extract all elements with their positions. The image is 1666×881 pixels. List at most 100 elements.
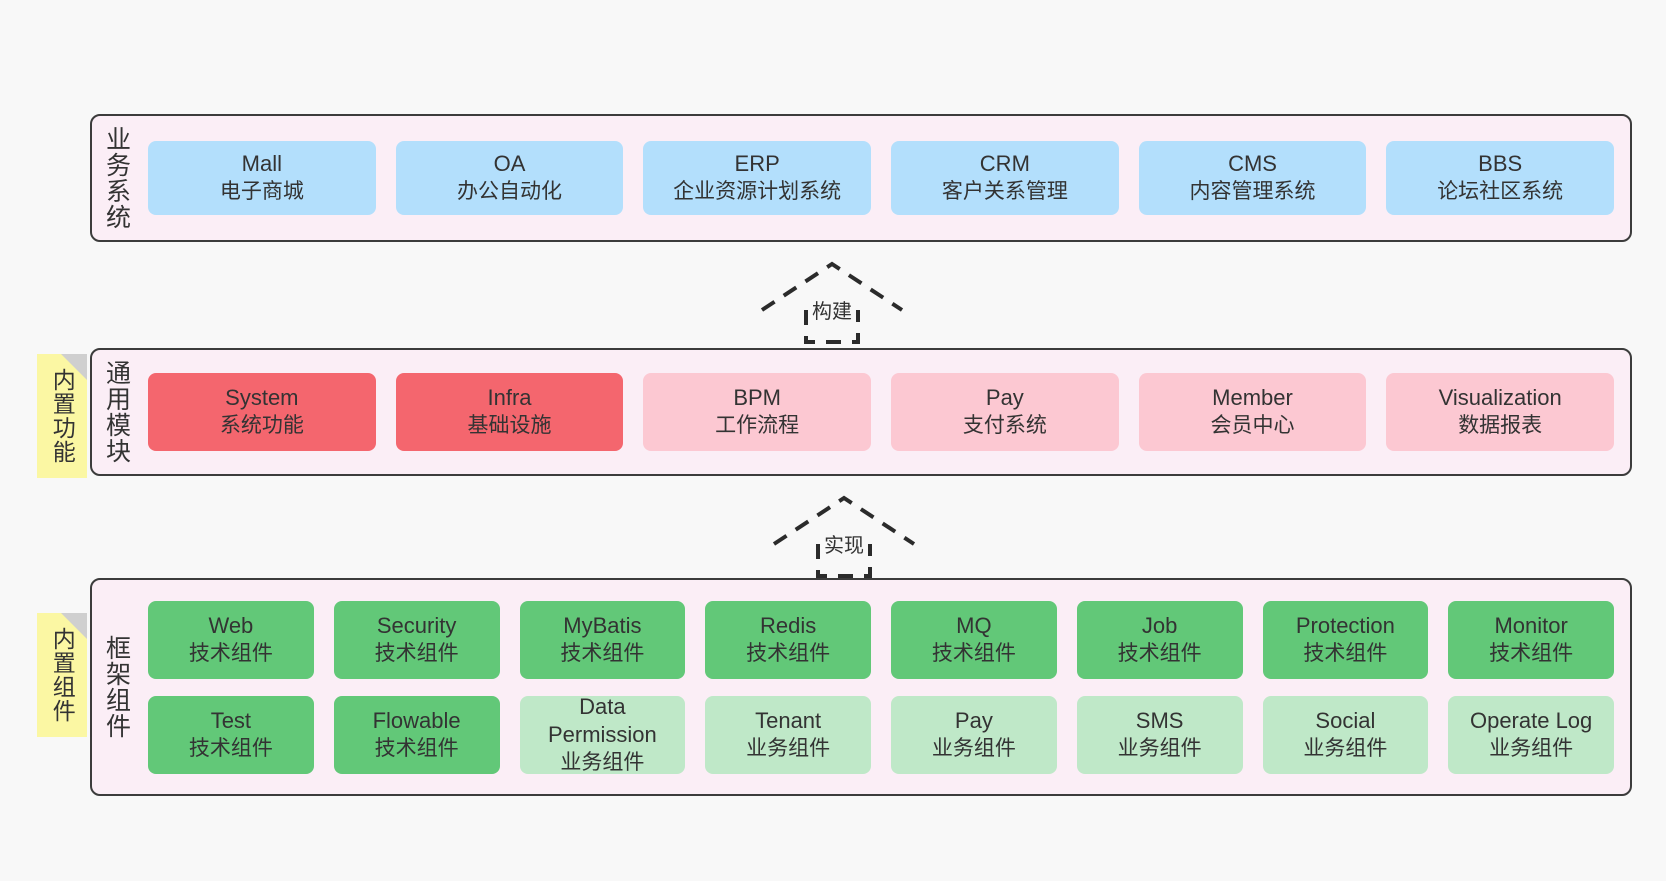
- node-mq[interactable]: MQ 技术组件: [891, 600, 1057, 679]
- node-title: Flowable: [372, 707, 461, 733]
- cell-row: Web 技术组件 Security 技术组件 MyBatis 技术组件 Redi…: [148, 600, 1614, 679]
- note-builtin-components: 内置组件: [37, 613, 87, 737]
- note-label: 内置功能: [49, 368, 76, 464]
- node-subtitle: 技术组件: [560, 641, 645, 665]
- node-protection[interactable]: Protection 技术组件: [1262, 600, 1429, 679]
- node-subtitle: 技术组件: [931, 641, 1016, 665]
- node-oa[interactable]: OA 办公自动化: [395, 141, 624, 215]
- node-security[interactable]: Security 技术组件: [333, 600, 500, 679]
- node-subtitle: 业务组件: [560, 751, 645, 775]
- node-subtitle: 会员中心: [1210, 414, 1295, 438]
- node-bbs[interactable]: BBS 论坛社区系统: [1386, 141, 1615, 215]
- node-title: MyBatis: [563, 612, 642, 638]
- node-subtitle: 业务组件: [1303, 736, 1388, 760]
- node-subtitle: 技术组件: [374, 736, 459, 760]
- node-operate-log[interactable]: Operate Log 业务组件: [1448, 695, 1614, 774]
- node-subtitle: 技术组件: [188, 736, 273, 760]
- node-title: Tenant: [755, 707, 822, 733]
- node-title: Redis: [760, 612, 817, 638]
- node-bpm[interactable]: BPM 工作流程: [643, 373, 872, 451]
- node-subtitle: 系统功能: [219, 414, 304, 438]
- node-mall[interactable]: Mall 电子商城: [148, 141, 376, 215]
- node-title: MQ: [956, 612, 992, 638]
- node-title: Pay: [954, 707, 993, 733]
- node-title: Infra: [487, 385, 532, 411]
- node-subtitle: 技术组件: [374, 641, 459, 665]
- node-subtitle: 技术组件: [188, 641, 273, 665]
- node-subtitle: 业务组件: [931, 736, 1016, 760]
- cell-row: System 系统功能 Infra 基础设施 BPM 工作流程 Pay 支付系统…: [148, 373, 1615, 451]
- node-title: CMS: [1228, 151, 1277, 177]
- node-title: Job: [1141, 612, 1178, 638]
- node-system[interactable]: System 系统功能: [148, 373, 376, 451]
- node-data-permission[interactable]: Data Permission 业务组件: [519, 693, 686, 775]
- node-subtitle: 工作流程: [715, 414, 800, 438]
- node-infra[interactable]: Infra 基础设施: [395, 373, 624, 451]
- note-fold-icon: [61, 354, 87, 380]
- node-subtitle: 技术组件: [1303, 641, 1388, 665]
- node-crm[interactable]: CRM 客户关系管理: [891, 141, 1119, 215]
- node-subtitle: 技术组件: [1489, 641, 1574, 665]
- node-subtitle: 业务组件: [746, 736, 831, 760]
- node-title: OA: [493, 151, 526, 177]
- node-title: Pay: [985, 385, 1024, 411]
- node-subtitle: 基础设施: [467, 414, 552, 438]
- node-title: Web: [208, 612, 254, 638]
- node-cms[interactable]: CMS 内容管理系统: [1138, 141, 1367, 215]
- node-title: CRM: [979, 151, 1030, 177]
- node-subtitle: 企业资源计划系统: [673, 180, 842, 204]
- layer-title-common-modules: 通用模块: [102, 360, 131, 464]
- node-subtitle: 电子商城: [219, 180, 304, 204]
- node-flowable[interactable]: Flowable 技术组件: [333, 695, 500, 774]
- node-title: Test: [210, 707, 252, 733]
- node-title: BBS: [1478, 151, 1523, 177]
- node-title: Data Permission: [547, 693, 657, 747]
- layer-title-business-systems: 业务系统: [102, 126, 131, 230]
- node-sms[interactable]: SMS 业务组件: [1076, 695, 1243, 774]
- layer-business-systems: 业务系统 Mall 电子商城 OA 办公自动化 ERP 企业资源计划系统 CRM…: [90, 114, 1632, 242]
- node-subtitle: 客户关系管理: [941, 180, 1068, 204]
- connector-implement-label: 实现: [824, 535, 864, 557]
- layer-body-common-modules: System 系统功能 Infra 基础设施 BPM 工作流程 Pay 支付系统…: [140, 350, 1630, 474]
- node-subtitle: 论坛社区系统: [1437, 180, 1564, 204]
- node-web[interactable]: Web 技术组件: [148, 600, 314, 679]
- node-title: ERP: [734, 151, 780, 177]
- node-test[interactable]: Test 技术组件: [148, 695, 314, 774]
- node-pay-component[interactable]: Pay 业务组件: [891, 695, 1057, 774]
- node-title: SMS: [1135, 707, 1184, 733]
- node-title: Visualization: [1438, 385, 1562, 411]
- layer-title-framework-components: 框架组件: [102, 635, 131, 739]
- node-subtitle: 数据报表: [1458, 414, 1543, 438]
- node-monitor[interactable]: Monitor 技术组件: [1448, 600, 1614, 679]
- layer-body-framework-components: Web 技术组件 Security 技术组件 MyBatis 技术组件 Redi…: [140, 580, 1630, 794]
- node-title: Monitor: [1494, 612, 1568, 638]
- layer-body-business-systems: Mall 电子商城 OA 办公自动化 ERP 企业资源计划系统 CRM 客户关系…: [140, 116, 1630, 240]
- layer-common-modules: 通用模块 System 系统功能 Infra 基础设施 BPM 工作流程 Pay…: [90, 348, 1632, 476]
- node-redis[interactable]: Redis 技术组件: [705, 600, 871, 679]
- layer-framework-components: 框架组件 Web 技术组件 Security 技术组件 MyBatis 技术组件…: [90, 578, 1632, 796]
- node-subtitle: 技术组件: [746, 641, 831, 665]
- cell-row: Mall 电子商城 OA 办公自动化 ERP 企业资源计划系统 CRM 客户关系…: [148, 141, 1615, 215]
- node-member[interactable]: Member 会员中心: [1138, 373, 1367, 451]
- note-fold-icon: [61, 613, 87, 639]
- note-builtin-functions: 内置功能: [37, 354, 87, 478]
- node-pay[interactable]: Pay 支付系统: [891, 373, 1119, 451]
- node-social[interactable]: Social 业务组件: [1262, 695, 1429, 774]
- node-job[interactable]: Job 技术组件: [1076, 600, 1243, 679]
- node-tenant[interactable]: Tenant 业务组件: [705, 695, 871, 774]
- node-title: System: [225, 385, 299, 411]
- connector-build: 构建: [758, 258, 906, 344]
- node-title: Operate Log: [1469, 707, 1593, 733]
- node-subtitle: 业务组件: [1489, 736, 1574, 760]
- cell-row: Test 技术组件 Flowable 技术组件 Data Permission …: [148, 693, 1614, 775]
- connector-build-label: 构建: [812, 301, 852, 323]
- node-erp[interactable]: ERP 企业资源计划系统: [643, 141, 872, 215]
- node-title: Social: [1315, 707, 1376, 733]
- node-subtitle: 办公自动化: [457, 180, 562, 204]
- node-visualization[interactable]: Visualization 数据报表: [1386, 373, 1615, 451]
- node-mybatis[interactable]: MyBatis 技术组件: [519, 600, 686, 679]
- node-title: Security: [376, 612, 457, 638]
- node-title: Protection: [1295, 612, 1395, 638]
- connector-implement: 实现: [770, 492, 918, 578]
